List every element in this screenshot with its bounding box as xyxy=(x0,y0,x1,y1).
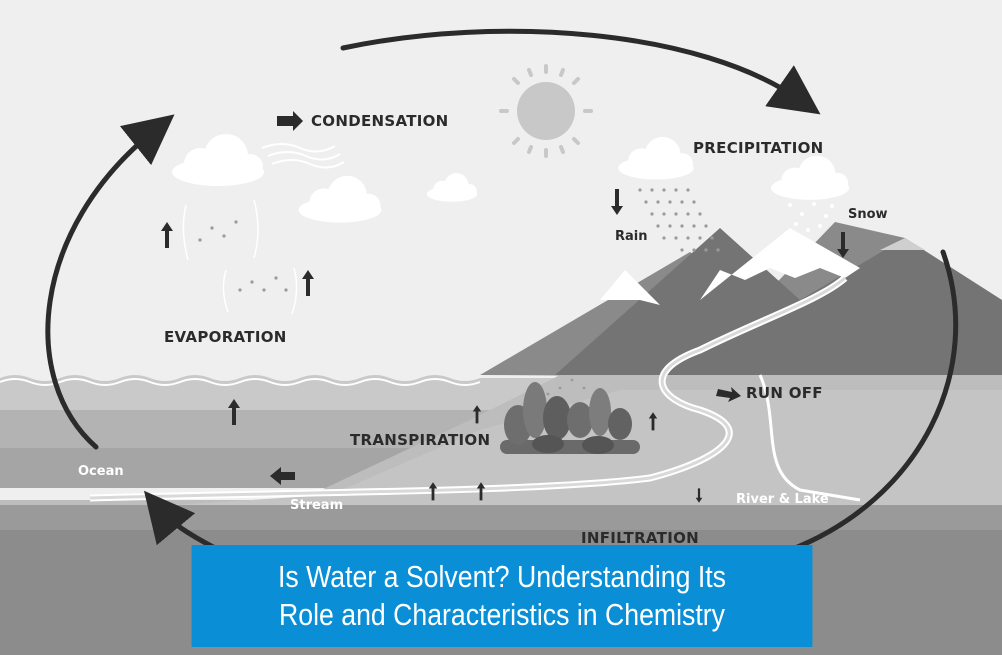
cycle-arrow-bottom xyxy=(143,490,218,551)
small-arrows xyxy=(161,111,849,503)
banner-line-2: Role and Characteristics in Chemistry xyxy=(279,597,725,632)
label-precipitation: PRECIPITATION xyxy=(693,139,823,157)
evaporation-wisps xyxy=(182,199,298,315)
label-evaporation: EVAPORATION xyxy=(164,328,287,346)
rain-drops xyxy=(638,188,720,252)
title-banner: Is Water a Solvent? Understanding Its Ro… xyxy=(191,545,813,647)
label-infiltration: INFILTRATION xyxy=(581,529,699,547)
label-ocean: Ocean xyxy=(78,464,124,479)
label-stream: Stream xyxy=(290,498,343,513)
cycle-arrow-left xyxy=(45,114,175,450)
label-rain: Rain xyxy=(615,229,648,244)
runoff-arrow-icon xyxy=(716,387,741,402)
snow-flakes xyxy=(788,202,834,232)
banner-line-1: Is Water a Solvent? Understanding Its xyxy=(277,559,727,594)
river xyxy=(89,275,861,502)
label-run-off: RUN OFF xyxy=(746,384,823,402)
labels: CONDENSATION PRECIPITATION EVAPORATION T… xyxy=(78,112,888,547)
label-condensation: CONDENSATION xyxy=(311,112,449,130)
stream-left-arrow-icon xyxy=(270,467,295,485)
sun-icon xyxy=(499,64,593,158)
condensation-wisps xyxy=(261,143,345,169)
condensation-arrow-icon xyxy=(277,111,303,131)
evaporation-droplets xyxy=(198,220,586,396)
trees xyxy=(500,382,640,454)
cycle-arrows xyxy=(45,28,959,553)
label-snow: Snow xyxy=(848,207,888,222)
cycle-arrow-right xyxy=(787,249,959,553)
label-transpiration: TRANSPIRATION xyxy=(350,431,490,449)
label-river-lake: River & Lake xyxy=(736,492,829,507)
mountains xyxy=(480,222,1002,378)
cycle-arrow-top xyxy=(340,28,821,115)
